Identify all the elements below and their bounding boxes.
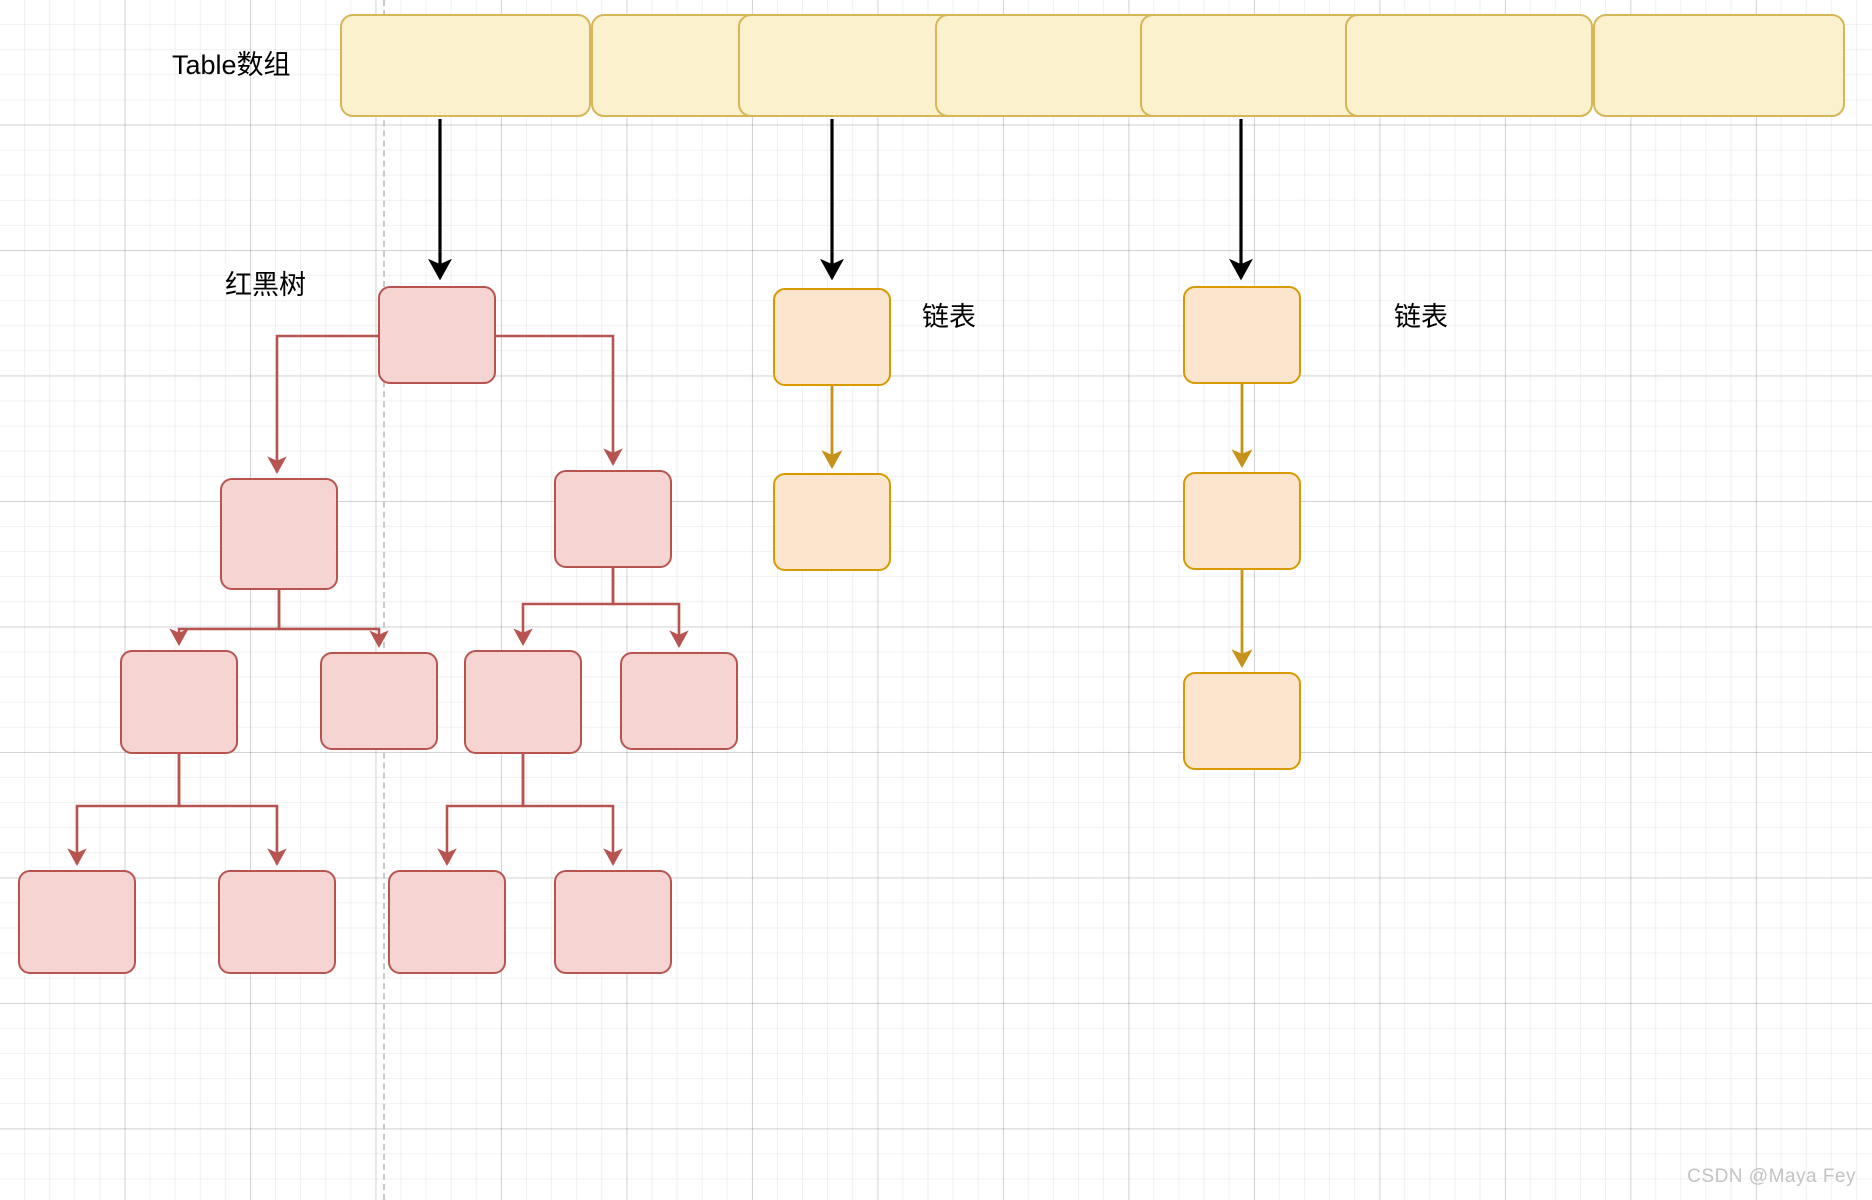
edge-rb-r2a-r3a (437, 754, 525, 866)
label-linked-list-1: 链表 (922, 302, 976, 332)
list-node-ll2-n2[interactable] (1183, 472, 1301, 570)
tree-node-rb-l2b[interactable] (320, 652, 438, 750)
tree-node-rb-root[interactable] (378, 286, 496, 384)
label-linked-list-2: 链表 (1394, 302, 1448, 332)
edge-rb-r1-r2b (611, 568, 689, 648)
edge-rb-r2a-r3b (521, 754, 623, 866)
table-cell-0[interactable] (340, 14, 591, 117)
edge-rb-l1-l2a (169, 590, 281, 646)
table-cell-6[interactable] (1593, 14, 1845, 117)
page-break-line (383, 0, 385, 1200)
tree-node-rb-r3b[interactable] (554, 870, 672, 974)
list-node-ll2-n3[interactable] (1183, 672, 1301, 770)
tree-node-rb-r2b[interactable] (620, 652, 738, 750)
edge-rb-l2a-l3a (67, 754, 181, 866)
tree-node-rb-l3a[interactable] (18, 870, 136, 974)
table-cell-5[interactable] (1345, 14, 1593, 117)
watermark: CSDN @Maya Fey (1687, 1166, 1856, 1187)
edge-rb-l2a-l3b (177, 754, 287, 866)
tree-node-rb-r3a[interactable] (388, 870, 506, 974)
list-node-ll1-n2[interactable] (773, 473, 891, 571)
edge-rb-root-r1 (496, 334, 623, 466)
tree-node-rb-r1[interactable] (554, 470, 672, 568)
tree-node-rb-l2a[interactable] (120, 650, 238, 754)
edge-rb-l1-l2b (277, 590, 389, 648)
tree-node-rb-l3b[interactable] (218, 870, 336, 974)
edge-rb-root-l1 (267, 334, 378, 474)
edge-rb-r1-r2a (513, 568, 615, 646)
label-red-black-tree: 红黑树 (225, 270, 306, 300)
tree-node-rb-l1[interactable] (220, 478, 338, 590)
list-node-ll2-n1[interactable] (1183, 286, 1301, 384)
label-table-array: Table数组 (172, 50, 291, 80)
list-node-ll1-n1[interactable] (773, 288, 891, 386)
tree-node-rb-r2a[interactable] (464, 650, 582, 754)
